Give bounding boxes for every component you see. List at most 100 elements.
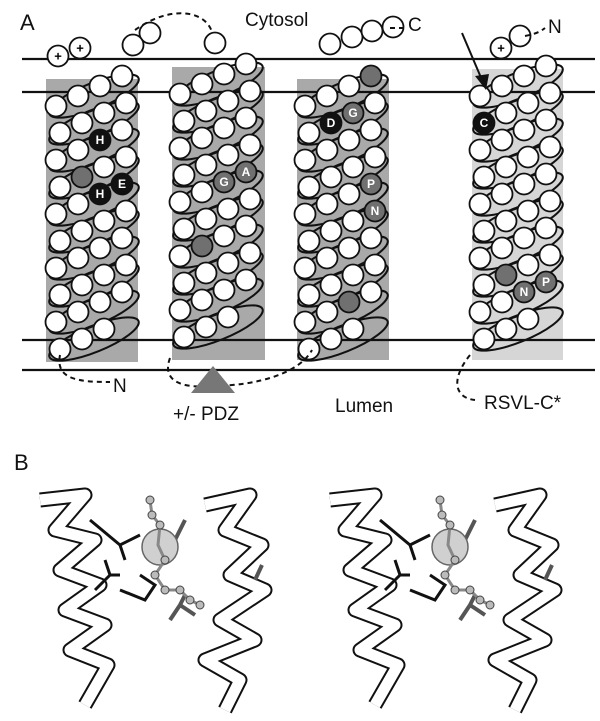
residue [194, 315, 218, 339]
arrow-head-icon [475, 74, 489, 90]
residue [70, 111, 94, 135]
residue [238, 79, 262, 103]
residue [337, 74, 361, 98]
helix-4: CNP [468, 54, 564, 352]
residue [508, 24, 532, 48]
residue-marked [359, 64, 383, 88]
residue [194, 261, 218, 285]
residue [110, 118, 134, 142]
lumen-label: Lumen [335, 396, 393, 417]
residue [44, 94, 68, 118]
residue [319, 219, 343, 243]
residue [212, 116, 236, 140]
residue-label: H [96, 187, 105, 201]
residue [360, 19, 384, 43]
structure-left [40, 495, 265, 710]
residue [494, 155, 518, 179]
residue [238, 133, 262, 157]
residue [534, 54, 558, 78]
residue [44, 148, 68, 172]
residue [534, 216, 558, 240]
residue-label: P [542, 275, 550, 289]
residue [315, 138, 339, 162]
residue [293, 94, 317, 118]
residue [88, 290, 112, 314]
residue [512, 64, 536, 88]
residue [538, 135, 562, 159]
residue [168, 298, 192, 322]
residue [512, 118, 536, 142]
residue [297, 175, 321, 199]
residue-marked [234, 160, 258, 184]
residue [315, 246, 339, 270]
residue-label: E [118, 177, 126, 191]
residue [172, 271, 196, 295]
residue-label: G [348, 106, 357, 120]
residue [66, 300, 90, 324]
residue [172, 325, 196, 349]
residue [66, 84, 90, 108]
residue [48, 175, 72, 199]
residue [297, 229, 321, 253]
residue [70, 219, 94, 243]
residue [490, 182, 514, 206]
residue [315, 84, 339, 108]
residue [359, 280, 383, 304]
residue-label: P [367, 177, 375, 191]
residue-label: N [520, 285, 529, 299]
residue-marked [359, 172, 383, 196]
residue [534, 108, 558, 132]
residue-label: D [327, 116, 336, 130]
residue [216, 143, 240, 167]
positive-residue [68, 36, 92, 60]
residue [297, 337, 321, 361]
plus-sign: + [76, 41, 84, 56]
residue [66, 138, 90, 162]
residue [319, 327, 343, 351]
residue [216, 305, 240, 329]
residue [494, 317, 518, 341]
rsvl-label: RSVL-C* [484, 393, 562, 414]
residue [472, 165, 496, 189]
residue-marked [70, 165, 94, 189]
residue-marked [337, 290, 361, 314]
residue [212, 224, 236, 248]
pdz-label: +/- PDZ [173, 404, 239, 425]
n-term-tm4-tail [524, 27, 546, 37]
residue-label: H [96, 133, 105, 147]
residue [114, 145, 138, 169]
residue [234, 268, 258, 292]
residue [194, 99, 218, 123]
residue [48, 229, 72, 253]
residue [168, 136, 192, 160]
residue [341, 209, 365, 233]
residue [121, 33, 145, 57]
residue [337, 182, 361, 206]
residue [172, 163, 196, 187]
residue [88, 74, 112, 98]
residue [363, 253, 387, 277]
positive-residue [46, 44, 70, 68]
helix-turn [472, 306, 564, 352]
residue [468, 138, 492, 162]
c-terminus-label: C [408, 15, 422, 36]
residue [190, 180, 214, 204]
residue-marked [341, 101, 365, 125]
residue [70, 273, 94, 297]
residue [238, 241, 262, 265]
pdz-triangle [191, 366, 235, 393]
arrow-line [461, 32, 483, 81]
loop-tm1-tm2 [134, 12, 213, 33]
cytosol-label: Cytosol [245, 10, 308, 31]
residue [234, 214, 258, 238]
residue [110, 64, 134, 88]
residue [216, 89, 240, 113]
residue-marked [494, 263, 518, 287]
helix-turn [48, 316, 140, 362]
residue [190, 126, 214, 150]
helix-2: GA [168, 52, 264, 350]
residue [216, 197, 240, 221]
residue [194, 207, 218, 231]
